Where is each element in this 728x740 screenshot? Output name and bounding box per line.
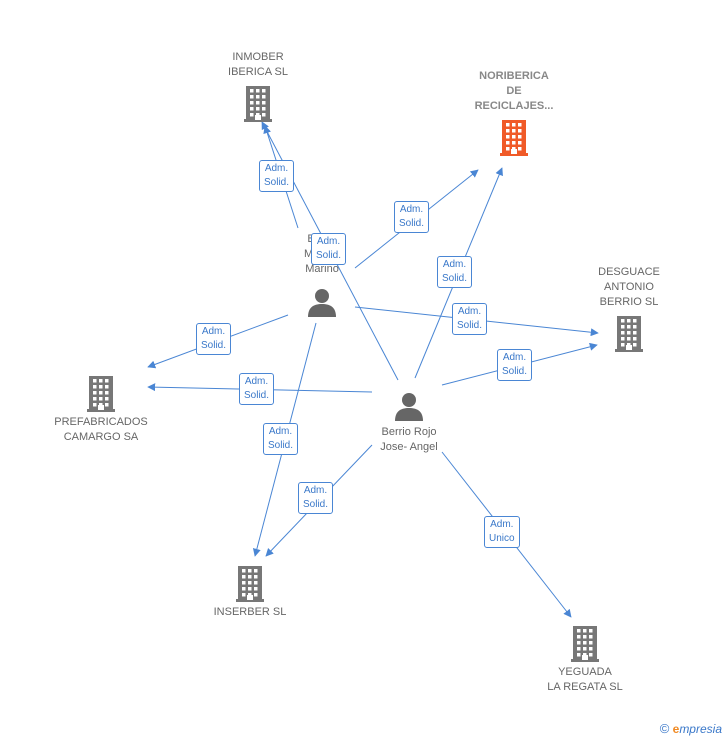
company-node-desguace[interactable]: DESGUACE ANTONIO BERRIO SL [569, 265, 689, 310]
building-icon[interactable] [235, 566, 265, 607]
relation-label-berrio_rojo-to-inserber[interactable]: Adm. Solid. [298, 482, 334, 514]
node-label-yeguada: YEGUADA LA REGATA SL [547, 666, 623, 693]
footer-brand[interactable]: © empresia [660, 721, 722, 736]
brand-initial: e [672, 722, 680, 736]
brand-name: mpresia [679, 722, 722, 736]
company-node-inmober[interactable]: INMOBER IBERICA SL [198, 50, 318, 80]
relation-label-berrio_marino-to-prefabricados[interactable]: Adm. Solid. [196, 323, 232, 355]
node-label-desguace: DESGUACE ANTONIO BERRIO SL [598, 266, 660, 308]
node-label-noriberica: NORIBERICA DE RECICLAJES... [474, 70, 554, 112]
relation-label-berrio_rojo-to-noriberica[interactable]: Adm. Solid. [437, 256, 473, 288]
building-icon[interactable] [499, 120, 529, 161]
company-node-inserber[interactable]: INSERBER SL [190, 605, 310, 620]
node-label-berrio_rojo: Berrio Rojo Jose- Angel [380, 426, 438, 453]
relation-label-berrio_marino-to-noriberica[interactable]: Adm. Solid. [394, 201, 430, 233]
relation-label-berrio_marino-to-desguace[interactable]: Adm. Solid. [452, 303, 488, 335]
building-icon[interactable] [243, 86, 273, 127]
building-icon[interactable] [86, 376, 116, 417]
node-label-inmober: INMOBER IBERICA SL [228, 51, 288, 78]
relation-label-berrio_rojo-to-desguace[interactable]: Adm. Solid. [497, 349, 533, 381]
company-node-prefabricados[interactable]: PREFABRICADOS CAMARGO SA [41, 415, 161, 445]
building-icon[interactable] [570, 626, 600, 667]
person-icon[interactable] [394, 391, 424, 426]
relation-label-berrio_marino-to-inmober[interactable]: Adm. Solid. [259, 160, 295, 192]
node-label-prefabricados: PREFABRICADOS CAMARGO SA [54, 416, 148, 443]
person-icon[interactable] [307, 287, 337, 322]
relation-label-berrio_rojo-to-inmober[interactable]: Adm. Solid. [311, 233, 347, 265]
copyright-symbol: © [659, 721, 670, 736]
relation-label-berrio_rojo-to-yeguada[interactable]: Adm. Unico [484, 516, 520, 548]
node-label-inserber: INSERBER SL [213, 606, 287, 618]
person-node-berrio_rojo[interactable]: Berrio Rojo Jose- Angel [349, 425, 469, 455]
relation-label-berrio_rojo-to-prefabricados[interactable]: Adm. Solid. [239, 373, 275, 405]
company-node-noriberica[interactable]: NORIBERICA DE RECICLAJES... [454, 69, 574, 114]
building-icon[interactable] [614, 316, 644, 357]
company-node-yeguada[interactable]: YEGUADA LA REGATA SL [525, 665, 645, 695]
relation-label-berrio_marino-to-inserber[interactable]: Adm. Solid. [263, 423, 299, 455]
